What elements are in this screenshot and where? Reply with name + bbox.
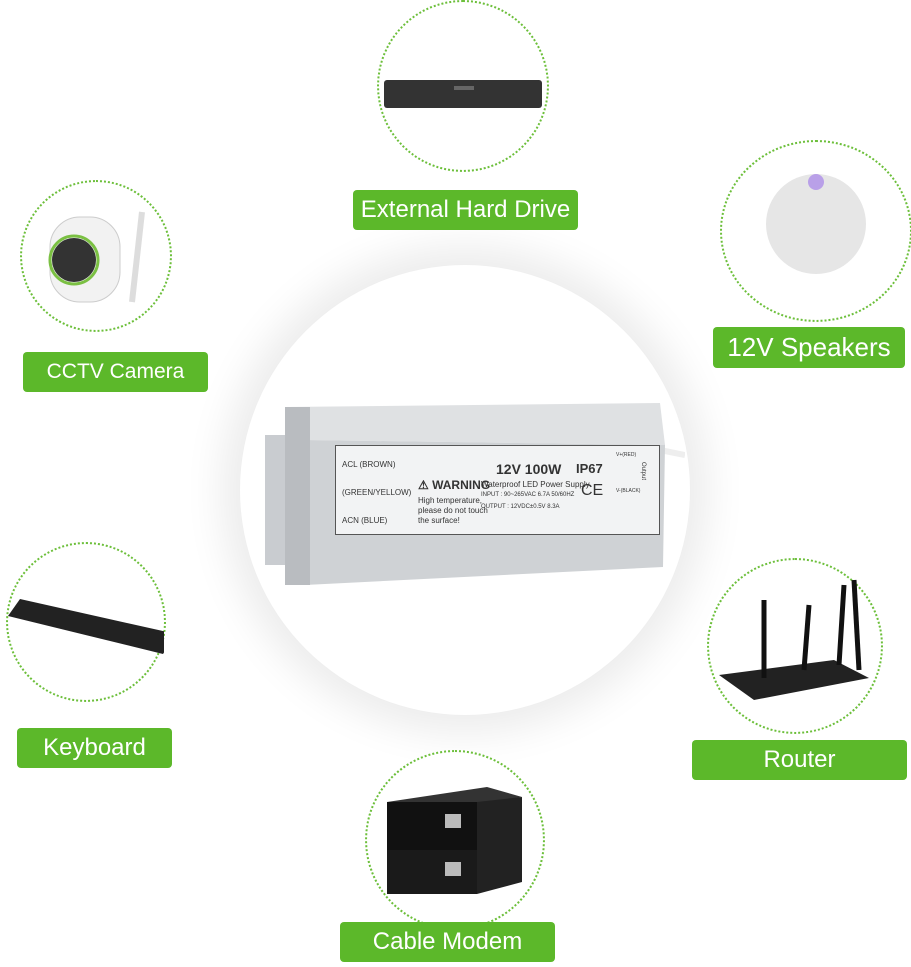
ip-rating: IP67: [576, 461, 603, 476]
product-subtitle: Waterproof LED Power Supply: [481, 480, 590, 489]
wifi-router-icon: [719, 579, 869, 700]
speaker-circle: [720, 140, 911, 322]
security-camera-icon: [48, 211, 145, 303]
label-keyboard: Keyboard: [17, 728, 172, 768]
router-circle: [707, 558, 883, 734]
keyboard-icon: [8, 599, 164, 654]
media-converter-icon: [387, 787, 522, 894]
cable-modem-circle: [365, 750, 545, 930]
output-spec: OUTPUT : 12VDC±0.5V 8.3A: [481, 504, 560, 510]
label-router: Router: [692, 740, 907, 780]
hard-drive-recorder-icon: [384, 80, 542, 108]
product-title: 12V 100W: [496, 461, 562, 477]
label-cable-modem: Cable Modem: [340, 922, 555, 962]
wire-live-label: ACL (BROWN): [342, 460, 396, 469]
label-cctv-camera: CCTV Camera: [23, 352, 208, 392]
output-negative-label: V-(BLACK): [616, 488, 641, 494]
output-tag: Output: [640, 461, 647, 481]
output-positive-label: V+(RED): [616, 452, 637, 458]
label-speakers: 12V Speakers: [713, 327, 905, 368]
wire-neutral-label: ACN (BLUE): [342, 516, 388, 525]
keyboard-circle: [6, 542, 166, 702]
hard-drive-circle: [377, 0, 549, 172]
warning-text: High temperature, please do not touch th…: [418, 496, 488, 525]
specification-label: ACL (BROWN) (GREEN/YELLOW) ACN (BLUE) ⚠ …: [335, 445, 660, 535]
wire-ground-label: (GREEN/YELLOW): [342, 488, 412, 497]
smart-speaker-icon: [766, 174, 866, 274]
input-spec: INPUT : 90~265VAC 6.7A 50/60HZ: [481, 492, 575, 498]
label-external-hard-drive: External Hard Drive: [353, 190, 578, 230]
cctv-circle: [20, 180, 172, 332]
ce-mark: CE: [581, 482, 604, 499]
warning-heading: ⚠ WARNING: [418, 478, 491, 492]
